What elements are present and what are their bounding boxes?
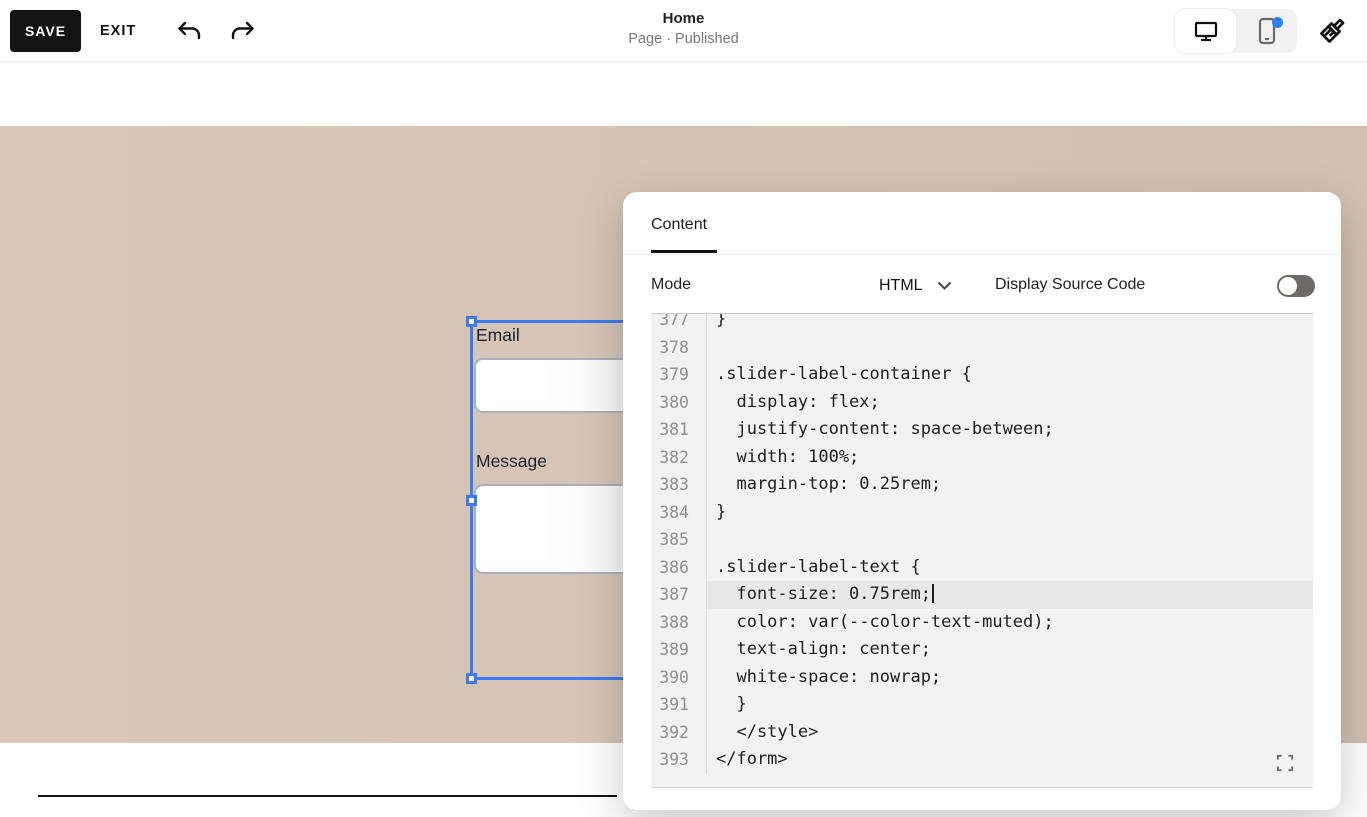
code-line[interactable]: 378 — [651, 333, 1313, 362]
line-text: margin-top: 0.25rem; — [716, 474, 942, 494]
mobile-preview-button[interactable] — [1236, 9, 1297, 53]
brush-icon — [1315, 14, 1349, 48]
selection-handle-top-left[interactable] — [466, 316, 477, 327]
code-line[interactable]: 392 </style> — [651, 718, 1313, 746]
section-divider-line — [38, 795, 617, 797]
top-toolbar: SAVE EXIT Home Page · Published — [0, 0, 1367, 62]
line-text: </form> — [716, 749, 788, 769]
code-line[interactable]: 391 } — [651, 691, 1313, 719]
code-lines: 377 } 378 379 .slider-label-container { — [651, 313, 1313, 774]
code-line[interactable]: 381 justify-content: space-between; — [651, 416, 1313, 444]
code-line[interactable]: 393 </form> — [651, 746, 1313, 774]
code-line[interactable]: 380 display: flex; — [651, 388, 1313, 416]
line-number: 380 — [651, 388, 707, 416]
mode-label: Mode — [651, 276, 692, 293]
line-text: display: flex; — [716, 391, 880, 412]
line-text: font-size: 0.75rem; — [707, 581, 1313, 609]
site-styles-button[interactable] — [1310, 11, 1354, 51]
mode-dropdown[interactable]: HTML — [879, 272, 952, 300]
line-number: 384 — [651, 498, 707, 526]
fullscreen-icon — [1275, 753, 1295, 773]
undo-button[interactable] — [170, 12, 208, 50]
code-line[interactable]: 383 margin-top: 0.25rem; — [651, 471, 1313, 499]
code-line[interactable]: 379 .slider-label-container { — [651, 361, 1313, 389]
device-preview-toggle — [1175, 9, 1297, 53]
code-line[interactable]: 382 width: 100%; — [651, 443, 1313, 471]
line-number: 386 — [651, 553, 707, 581]
desktop-preview-button[interactable] — [1175, 9, 1236, 53]
line-text: } — [716, 694, 747, 714]
line-number: 393 — [651, 746, 707, 774]
chevron-down-icon — [937, 281, 952, 291]
selection-border-bottom — [470, 677, 700, 680]
selection-handle-mid-left[interactable] — [466, 495, 477, 506]
line-text: color: var(--color-text-muted); — [716, 611, 1054, 632]
code-line[interactable]: 389 text-align: center; — [651, 636, 1313, 664]
line-number: 378 — [651, 333, 707, 361]
line-number: 388 — [651, 608, 707, 636]
line-text: text-align: center; — [716, 639, 931, 659]
panel-divider — [623, 254, 1341, 255]
code-line[interactable]: 385 — [651, 526, 1313, 554]
mobile-notification-dot — [1272, 17, 1283, 28]
tab-active-underline — [651, 250, 717, 253]
line-text — [707, 526, 1313, 554]
line-text: .slider-label-container { — [716, 364, 972, 384]
redo-icon — [230, 19, 256, 43]
tab-content[interactable]: Content — [651, 216, 708, 233]
code-editor[interactable]: 377 } 378 379 .slider-label-container { — [651, 313, 1313, 788]
display-source-code-toggle[interactable] — [1277, 275, 1315, 297]
code-line[interactable]: 386 .slider-label-text { — [651, 553, 1313, 581]
code-line[interactable]: 377 } — [651, 313, 1313, 334]
page-title-block: Home Page · Published — [628, 10, 738, 47]
text-caret — [931, 584, 934, 603]
line-text: width: 100%; — [716, 446, 860, 467]
code-line[interactable]: 388 color: var(--color-text-muted); — [651, 608, 1313, 636]
selection-border-top — [470, 320, 700, 323]
message-field-label: Message — [476, 451, 548, 471]
line-number: 385 — [651, 526, 707, 554]
redo-button[interactable] — [224, 12, 262, 50]
exit-button[interactable]: EXIT — [100, 10, 136, 52]
toggle-knob — [1279, 277, 1297, 295]
line-text — [707, 334, 1313, 362]
line-number: 377 — [651, 314, 707, 334]
code-line[interactable]: 387 font-size: 0.75rem; — [651, 581, 1313, 609]
line-number: 392 — [651, 718, 707, 746]
selection-handle-bottom-left[interactable] — [466, 673, 477, 684]
line-number: 383 — [651, 471, 707, 499]
email-field-label: Email — [476, 325, 520, 345]
line-text: } — [716, 313, 727, 329]
line-number: 391 — [651, 691, 707, 719]
expand-editor-button[interactable] — [1273, 751, 1297, 775]
line-number: 381 — [651, 416, 707, 444]
code-line[interactable]: 390 white-space: nowrap; — [651, 663, 1313, 691]
line-number: 389 — [651, 636, 707, 664]
page-status: Page · Published — [628, 31, 739, 47]
display-source-code-label: Display Source Code — [995, 276, 1146, 293]
mode-dropdown-value: HTML — [879, 277, 923, 294]
line-text: </style> — [716, 721, 819, 742]
line-text: white-space: nowrap; — [716, 666, 942, 687]
page-title: Home — [662, 10, 705, 27]
undo-icon — [176, 19, 202, 43]
line-number: 387 — [651, 581, 707, 609]
mobile-icon — [1258, 17, 1276, 45]
line-text: .slider-label-text { — [716, 556, 921, 577]
content-panel: Content Mode HTML Display Source Code 37… — [623, 192, 1341, 810]
desktop-icon — [1193, 19, 1219, 43]
code-line[interactable]: 384 } — [651, 498, 1313, 526]
line-number: 379 — [651, 361, 707, 389]
line-text: } — [716, 501, 727, 522]
line-number: 382 — [651, 443, 707, 471]
line-number: 390 — [651, 663, 707, 691]
save-button[interactable]: SAVE — [10, 10, 81, 52]
line-text: justify-content: space-between; — [716, 419, 1054, 439]
